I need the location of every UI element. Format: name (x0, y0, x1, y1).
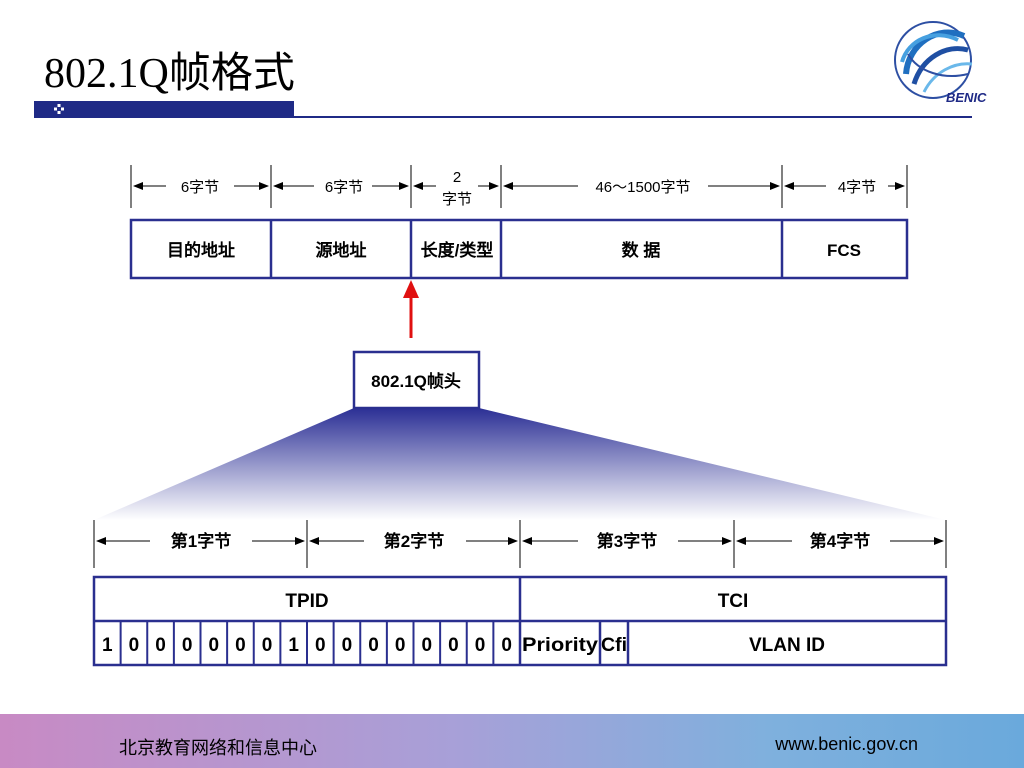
tpid-bit-8: 0 (315, 635, 326, 656)
size-dest: 6字节 (181, 179, 219, 196)
benic-logo-icon (894, 21, 973, 99)
logo-label: BENIC (946, 90, 987, 105)
title-underline (34, 116, 972, 118)
tag-header-box (352, 350, 481, 410)
tci-label: TCI (718, 591, 749, 612)
tpid-bit-5: 0 (235, 635, 246, 656)
tpid-bit-0: 1 (102, 635, 113, 656)
title-bar (34, 101, 294, 116)
byte-4-label: 第4字节 (810, 531, 870, 551)
insertion-arrow (403, 280, 419, 338)
byte-1-label: 第1字节 (171, 531, 231, 551)
cfi-label: Cfi (601, 635, 627, 656)
byte-2-label: 第2字节 (384, 531, 444, 551)
tpid-bit-dividers (119, 621, 495, 665)
tag-header-label: 802.1Q帧头 (371, 371, 461, 391)
footer-bar (0, 714, 1024, 768)
title-bullet-icon (54, 104, 64, 114)
tpid-bit-7: 1 (288, 635, 299, 656)
tpid-bit-9: 0 (342, 635, 353, 656)
tpid-bit-11: 0 (395, 635, 406, 656)
frame-size-ticks (130, 165, 908, 208)
slide-title: 802.1Q帧格式 (44, 51, 295, 97)
footer-website: www.benic.gov.cn (775, 734, 918, 754)
vlan-id-label: VLAN ID (749, 635, 825, 656)
tpid-bit-12: 0 (422, 635, 433, 656)
field-length-type: 长度/类型 (421, 240, 494, 260)
tpid-bit-13: 0 (448, 635, 459, 656)
tpid-bit-3: 0 (182, 635, 193, 656)
field-data: 数 据 (622, 240, 661, 260)
tpid-bit-15: 0 (501, 635, 512, 656)
ethernet-frame (129, 218, 909, 280)
tpid-label: TPID (285, 591, 328, 612)
tpid-bit-2: 0 (155, 635, 166, 656)
size-src: 6字节 (325, 179, 363, 196)
field-fcs: FCS (827, 241, 861, 260)
tpid-bit-4: 0 (209, 635, 220, 656)
size-data: 46～1500字节 (595, 179, 690, 196)
tpid-bit-14: 0 (475, 635, 486, 656)
tpid-bit-1: 0 (129, 635, 140, 656)
byte-3-label: 第3字节 (597, 531, 657, 551)
field-dest-address: 目的地址 (167, 240, 235, 260)
priority-label: Priority (522, 635, 598, 656)
size-type-unit: 字节 (442, 191, 472, 208)
tag-expansion-fan (94, 408, 946, 520)
tpid-bit-10: 0 (368, 635, 379, 656)
footer-organization: 北京教育网络和信息中心 (119, 738, 317, 758)
size-fcs: 4字节 (838, 179, 876, 196)
tag-byte-ticks (93, 520, 947, 568)
size-type-num: 2 (453, 169, 461, 186)
tag-table (92, 575, 948, 667)
tpid-bit-6: 0 (262, 635, 273, 656)
field-src-address: 源地址 (316, 240, 367, 260)
